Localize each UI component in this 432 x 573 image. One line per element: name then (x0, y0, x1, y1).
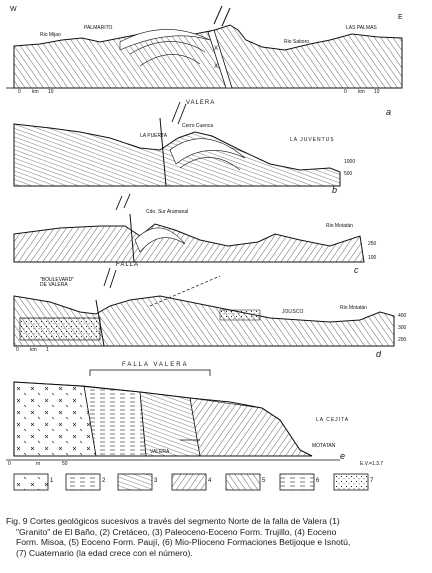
section-b-letter: b (332, 185, 338, 195)
legend-number-1: 1 (50, 478, 54, 484)
caption-line-4: (7) Cuaternario (la edad crece con el nú… (16, 547, 193, 558)
section-e-letter: e (340, 451, 346, 461)
section-d-letter: d (376, 349, 382, 359)
label-la-cejita: LA CEJITA (316, 417, 350, 423)
section-a-letter: a (386, 107, 392, 117)
label-falla-valera: FALLA VALERA (122, 362, 189, 368)
label-motatan: MOTATAN (312, 443, 336, 449)
scale-d-left-unit: km (30, 347, 37, 353)
scale-c-100: 100 (368, 255, 377, 261)
scale-a-right-0: 0 (344, 89, 347, 95)
label-cdo-sur-aramanal: Cdo. Sur Aramanal (146, 209, 189, 215)
compass-west-label: W (10, 6, 17, 13)
legend-number-2: 2 (102, 478, 106, 484)
label-la-juventus: LA JUVENTUS (290, 137, 335, 143)
scale-a-left-unit: km (32, 89, 39, 95)
scale-b-1000: 1000 (344, 159, 356, 165)
scale-e-0: 0 (8, 461, 11, 467)
label-falla: FALLA (116, 262, 140, 268)
label-boulevard-de-valera: "BOULEVARD" DE VALERA (40, 277, 75, 288)
scale-d-300: 300 (398, 325, 407, 331)
scale-d-200: 200 (398, 337, 407, 343)
caption-line-3: Form. Misoa, (5) Eoceno Form. Paují, (6)… (16, 537, 351, 548)
scale-c-250: 250 (368, 241, 377, 247)
label-jolisco: JOLISCO (282, 309, 304, 315)
label-la-puerta: LA PUERTA (140, 133, 168, 139)
figure-caption: Fig. 9 Cortes geológicos sucesivos a tra… (6, 516, 430, 558)
scale-a-right-10: 10 (374, 89, 380, 95)
fault-mark-1: X (214, 46, 219, 52)
label-cerro-cuenca: Cerro Cuenca (182, 123, 214, 129)
scale-a-right-unit: km (358, 89, 365, 95)
label-rio-mijao: Rio Mijao (40, 32, 61, 38)
section-c (13, 193, 365, 263)
section-a (6, 5, 403, 89)
label-rio-motatan-c: Rio Motatán (326, 223, 353, 229)
label-rio-saboro: Rio Saboro (284, 39, 310, 45)
legend-number-3: 3 (154, 478, 158, 484)
scale-a-left-0: 0 (18, 89, 21, 95)
caption-line-2: "Granito" de El Baño, (2) Cretáceo, (3) … (16, 526, 337, 537)
legend-swatches (13, 473, 369, 491)
fault-mark-2: X (214, 64, 219, 70)
section-c-letter: c (354, 265, 359, 275)
scale-a-left-10: 10 (48, 89, 54, 95)
label-valera-fault: VALERA (186, 100, 216, 106)
scale-d-400: 400 (398, 313, 407, 319)
compass-east-label: E (398, 14, 403, 21)
section-b (13, 101, 341, 187)
caption-line-1: Fig. 9 Cortes geológicos sucesivos a tra… (6, 516, 340, 526)
scale-e-50: 50 (62, 461, 68, 467)
legend-number-4: 4 (208, 478, 212, 484)
section-d (13, 267, 395, 347)
label-las-palmas: LAS PALMAS (346, 25, 377, 31)
scale-b-500: 500 (344, 171, 353, 177)
legend-number-7: 7 (370, 478, 374, 484)
label-palmarito: PALMARITO (84, 25, 113, 31)
legend-number-6: 6 (316, 478, 320, 484)
scale-e-unit: m (36, 461, 41, 467)
label-vertical-exaggeration: E.V.=1.3.7 (360, 461, 384, 467)
scale-d-left-1: 1 (46, 347, 49, 353)
label-rio-motatan-d: Rio Motatán (340, 305, 367, 311)
label-valera-town: VALERA (150, 449, 170, 455)
legend-number-5: 5 (262, 478, 266, 484)
scale-d-left-0: 0 (16, 347, 19, 353)
section-e (6, 369, 340, 461)
